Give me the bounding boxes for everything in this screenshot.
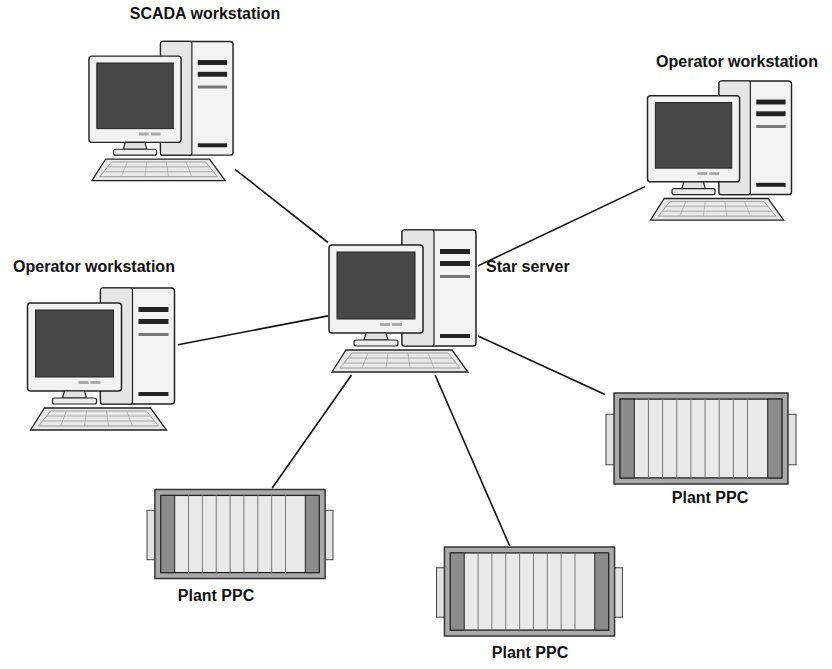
computer-illustration [28,288,175,430]
node-label: Plant PPC [136,586,296,606]
network-node: SCADA workstation [88,38,235,185]
network-node: Plant PPC [435,546,624,637]
node-label: Operator workstation [627,52,832,72]
computer-illustration [89,41,233,180]
network-node: Star server [328,228,478,375]
network-link [235,169,328,242]
plc-rack-illustration [437,547,623,636]
network-node: Plant PPC [605,392,797,485]
network-link [478,336,605,394]
computer-illustration [648,81,792,220]
network-node: Operator workstation [25,287,178,432]
network-link [272,375,351,488]
network-link [478,187,645,266]
network-link [178,316,328,345]
node-label: SCADA workstation [55,4,355,24]
plc-rack-illustration [606,393,796,484]
node-label: Plant PPC [630,488,790,508]
network-node: Plant PPC [148,488,332,580]
network-node: Operator workstation [645,80,795,222]
server-illustration [329,230,476,372]
node-label: Star server [486,257,596,277]
node-label: Plant PPC [450,643,610,663]
node-label: Operator workstation [0,257,204,277]
network-link [435,375,510,546]
plc-rack-illustration [147,489,333,578]
